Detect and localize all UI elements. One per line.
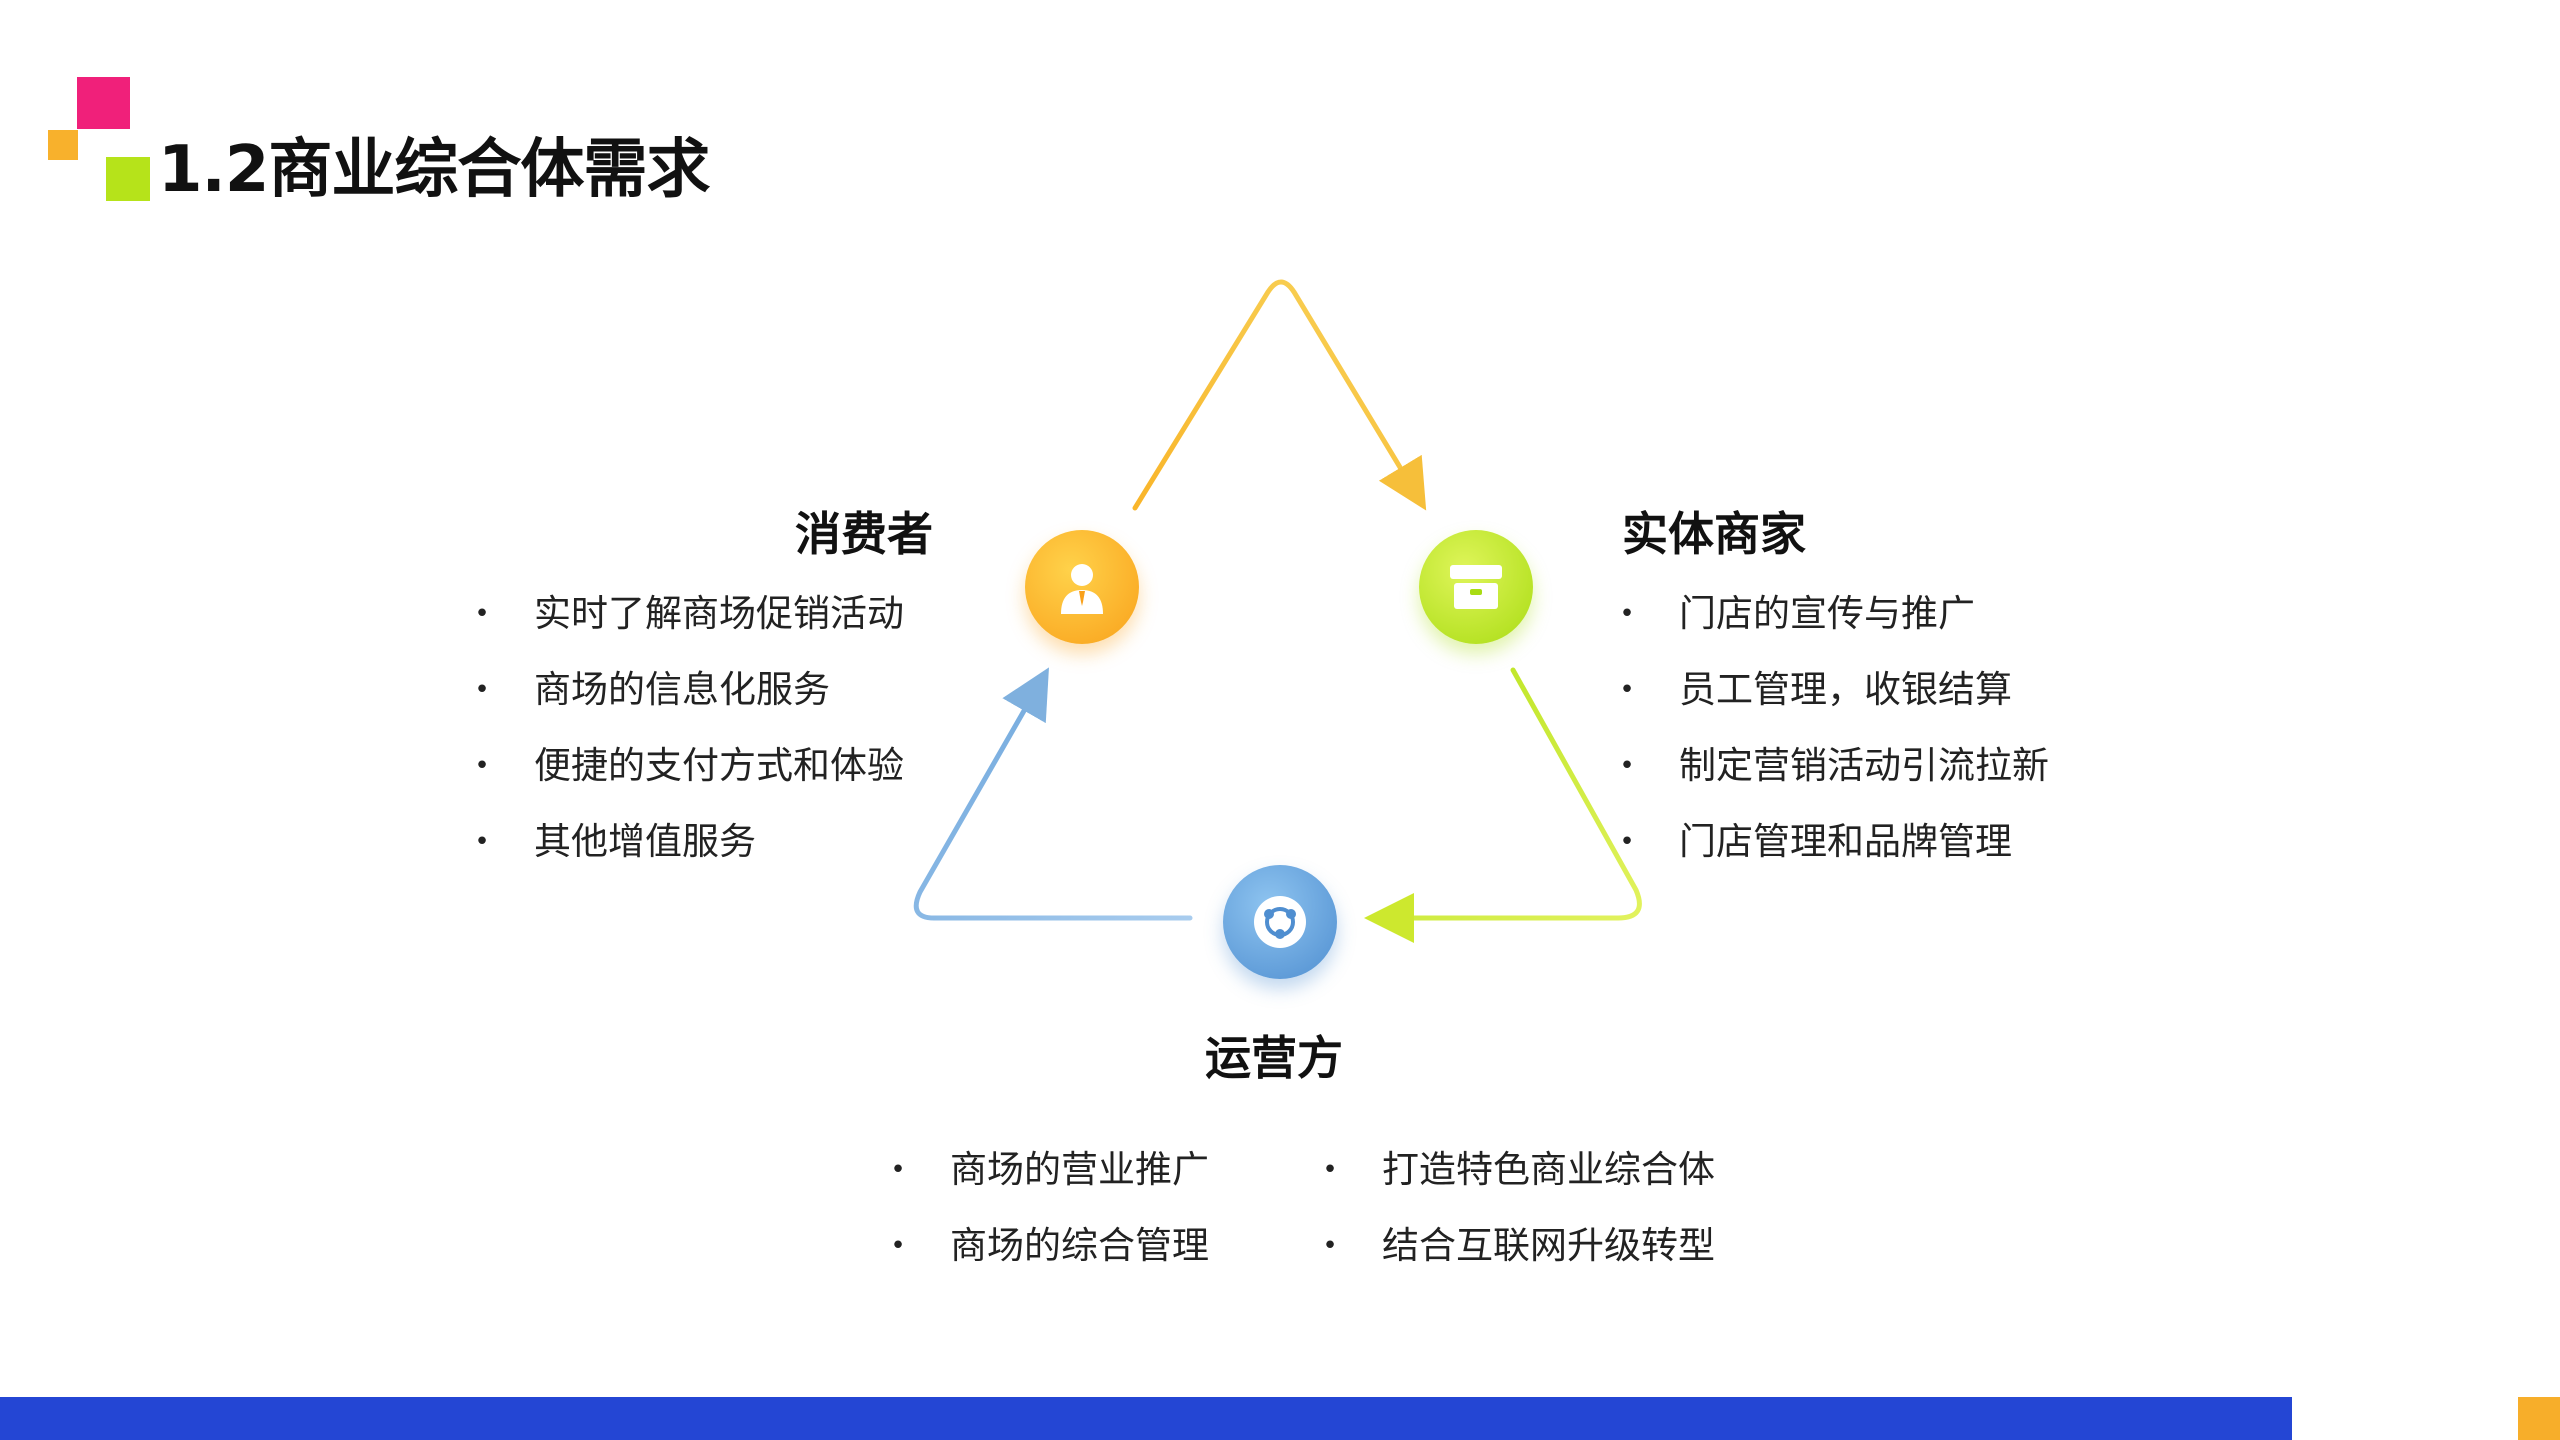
list-item: • 结合互联网升级转型 xyxy=(1320,1208,1715,1284)
bullet-icon: • xyxy=(1619,599,1635,629)
connector-consumer-merchant xyxy=(1132,279,1427,511)
bullet-icon: • xyxy=(474,751,490,781)
bullet-icon: • xyxy=(890,1231,906,1261)
connector-operator-consumer xyxy=(913,667,1193,921)
consumer-heading: 消费者 xyxy=(795,507,933,561)
list-item-text: 商场的综合管理 xyxy=(950,1224,1209,1267)
list-item-text: 商场的信息化服务 xyxy=(534,668,830,711)
list-item: • 商场的综合管理 xyxy=(888,1208,1209,1284)
list-item: • 商场的营业推广 xyxy=(888,1132,1209,1208)
logo-square-orange xyxy=(48,130,78,160)
list-item-text: 其他增值服务 xyxy=(534,820,756,863)
logo-square-pink xyxy=(77,77,130,129)
list-item: • 便捷的支付方式和体验 xyxy=(472,728,904,804)
operator-needs-list-left: • 商场的营业推广 • 商场的综合管理 xyxy=(888,1132,1209,1284)
store-icon xyxy=(1450,565,1502,609)
bullet-icon: • xyxy=(1619,675,1635,705)
bullet-icon: • xyxy=(474,675,490,705)
bullet-icon: • xyxy=(474,827,490,857)
bullet-icon: • xyxy=(890,1155,906,1185)
list-item-text: 门店的宣传与推广 xyxy=(1679,592,1975,635)
logo-square-green xyxy=(106,157,150,201)
list-item-text: 商场的营业推广 xyxy=(950,1148,1209,1191)
merchant-node xyxy=(1419,530,1533,644)
footer-corner-accent xyxy=(2518,1397,2560,1440)
page-title: 1.2商业综合体需求 xyxy=(158,133,710,207)
bullet-icon: • xyxy=(474,599,490,629)
consumer-node xyxy=(1025,530,1139,644)
list-item: • 制定营销活动引流拉新 xyxy=(1617,728,2049,804)
list-item: • 实时了解商场促销活动 xyxy=(472,576,904,652)
merchant-needs-list: • 门店的宣传与推广 • 员工管理，收银结算 • 制定营销活动引流拉新 • 门店管理和品… xyxy=(1617,576,2049,880)
list-item-text: 便捷的支付方式和体验 xyxy=(534,744,904,787)
bullet-icon: • xyxy=(1322,1155,1338,1185)
list-item-text: 实时了解商场促销活动 xyxy=(534,592,904,635)
connector-merchant-operator xyxy=(1364,667,1642,943)
merchant-heading: 实体商家 xyxy=(1622,507,1806,561)
list-item-text: 打造特色商业综合体 xyxy=(1382,1148,1715,1191)
bullet-icon: • xyxy=(1619,827,1635,857)
network-icon xyxy=(1254,896,1306,948)
list-item-text: 员工管理，收银结算 xyxy=(1679,668,2012,711)
list-item-text: 制定营销活动引流拉新 xyxy=(1679,744,2049,787)
list-item-text: 门店管理和品牌管理 xyxy=(1679,820,2012,863)
bullet-icon: • xyxy=(1322,1231,1338,1261)
list-item: • 门店的宣传与推广 xyxy=(1617,576,2049,652)
person-icon xyxy=(1061,564,1103,614)
consumer-needs-list: • 实时了解商场促销活动 • 商场的信息化服务 • 便捷的支付方式和体验 • 其他增值服… xyxy=(472,576,904,880)
list-item: • 其他增值服务 xyxy=(472,804,904,880)
list-item: • 打造特色商业综合体 xyxy=(1320,1132,1715,1208)
list-item: • 员工管理，收银结算 xyxy=(1617,652,2049,728)
bullet-icon: • xyxy=(1619,751,1635,781)
list-item: • 门店管理和品牌管理 xyxy=(1617,804,2049,880)
operator-needs-list-right: • 打造特色商业综合体 • 结合互联网升级转型 xyxy=(1320,1132,1715,1284)
list-item-text: 结合互联网升级转型 xyxy=(1382,1224,1715,1267)
operator-heading: 运营方 xyxy=(1205,1031,1343,1085)
footer-bar xyxy=(0,1397,2292,1440)
list-item: • 商场的信息化服务 xyxy=(472,652,904,728)
operator-node xyxy=(1223,865,1337,979)
